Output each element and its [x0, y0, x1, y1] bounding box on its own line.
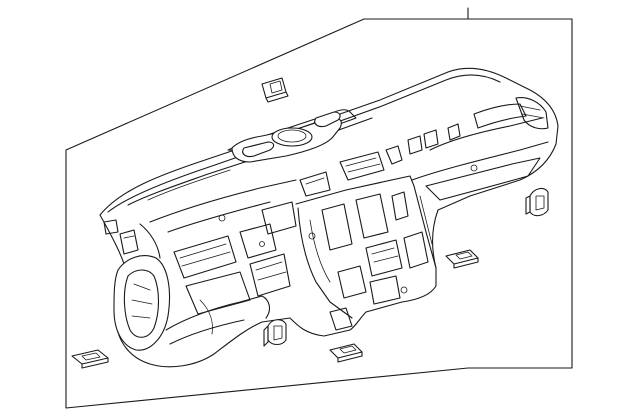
instrument-panel — [99, 67, 559, 368]
right-mid-clip — [445, 249, 479, 269]
upper-retainer-clip — [261, 77, 289, 103]
center-bracket-clip — [263, 319, 287, 347]
lower-center-clip — [329, 343, 363, 363]
assembly-frame — [65, 7, 573, 409]
right-side-clip — [525, 187, 549, 217]
lower-left-clip — [71, 349, 109, 369]
